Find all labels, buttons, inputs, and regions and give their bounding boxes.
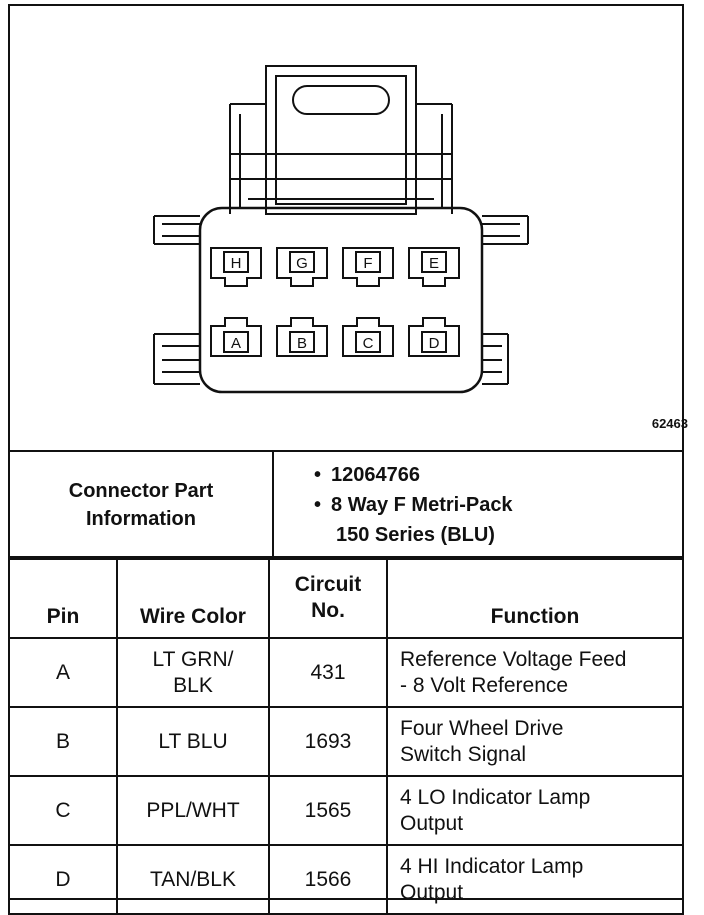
function-line2: Output: [400, 880, 464, 904]
header-circuit: Circuit No.: [268, 556, 388, 639]
connector-info-table: Connector Part Information 12064766 8 Wa…: [8, 450, 684, 560]
header-circuit-line2: No.: [311, 599, 345, 622]
pin-label-c: C: [363, 335, 374, 352]
header-function: Function: [386, 556, 684, 639]
wire-color-line1: LT GRN/: [152, 647, 234, 671]
cavity-inner-b: [289, 331, 315, 353]
function-line2: Switch Signal: [400, 742, 527, 766]
cavity-h: [210, 247, 262, 287]
cavity-inner-h: [223, 251, 249, 273]
cavity-a: [210, 317, 262, 357]
connector-series: 150 Series (BLU): [336, 524, 495, 546]
info-label-line2: Information: [86, 508, 196, 530]
function-line1: 4 LO Indicator Lamp: [400, 785, 591, 809]
wire-color-line1: PPL/WHT: [146, 798, 240, 822]
connector-body: [198, 206, 484, 394]
cavity-inner-a: [223, 331, 249, 353]
cavity-c: [342, 317, 394, 357]
figure-number: 62463: [651, 416, 688, 431]
wire-color-cell: LT GRN/BLK: [116, 637, 270, 708]
pin-label-g: G: [296, 255, 308, 272]
pin-label-e: E: [429, 255, 439, 272]
table-row: A LT GRN/BLK 431 Reference Voltage Feed-…: [8, 637, 684, 708]
connector-info-label: Connector Part Information: [8, 450, 274, 560]
connector-drawing: H G F E A B C D: [153, 65, 529, 394]
wire-color-cell: TAN/BLK: [116, 844, 270, 915]
wire-color-cell: LT BLU: [116, 706, 270, 777]
latch-housing: [265, 65, 417, 215]
circuit-cell: 1565: [268, 775, 388, 846]
cavity-inner-f: [355, 251, 381, 273]
header-pin: Pin: [8, 556, 118, 639]
wire-color-line1: TAN/BLK: [150, 867, 236, 891]
circuit-cell: 431: [268, 637, 388, 708]
wire-color-line1: LT BLU: [158, 729, 228, 753]
info-label-line1: Connector Part: [68, 480, 214, 502]
wire-color-line2: BLK: [173, 673, 213, 697]
cavity-inner-c: [355, 331, 381, 353]
function-line1: Four Wheel Drive: [400, 716, 564, 740]
circuit-cell: 1566: [268, 844, 388, 915]
pin-label-a: A: [231, 335, 241, 352]
cavity-f: [342, 247, 394, 287]
header-wire-color: Wire Color: [116, 556, 270, 639]
cavity-g: [276, 247, 328, 287]
pin-label-b: B: [297, 335, 307, 352]
pin-cell: A: [8, 637, 118, 708]
cavity-b: [276, 317, 328, 357]
function-line2: - 8 Volt Reference: [400, 673, 569, 697]
cavity-d: [408, 317, 460, 357]
wire-color-cell: PPL/WHT: [116, 775, 270, 846]
function-line1: Reference Voltage Feed: [400, 647, 627, 671]
pin-cell: B: [8, 706, 118, 777]
pin-label-h: H: [231, 255, 242, 272]
function-line1: 4 HI Indicator Lamp: [400, 854, 584, 878]
cavity-inner-e: [421, 251, 447, 273]
pin-label-f: F: [363, 255, 372, 272]
pin-cell: D: [8, 844, 118, 915]
header-circuit-line1: Circuit: [294, 573, 362, 596]
part-number: 12064766: [314, 460, 682, 490]
cavity-inner-d: [421, 331, 447, 353]
connector-info-values: 12064766 8 Way F Metri-Pack 150 Series (…: [272, 450, 684, 560]
pin-cell: C: [8, 775, 118, 846]
connector-diagram: H G F E A B C D: [8, 4, 684, 450]
cavity-e: [408, 247, 460, 287]
connector-type: 8 Way F Metri-Pack: [314, 490, 682, 520]
pin-label-d: D: [429, 335, 440, 352]
function-cell: Reference Voltage Feed- 8 Volt Reference: [386, 637, 684, 708]
cavity-inner-g: [289, 251, 315, 273]
pinout-table: Pin Wire Color Circuit No. Function A LT…: [8, 556, 684, 915]
function-line2: Output: [400, 811, 464, 835]
circuit-cell: 1693: [268, 706, 388, 777]
